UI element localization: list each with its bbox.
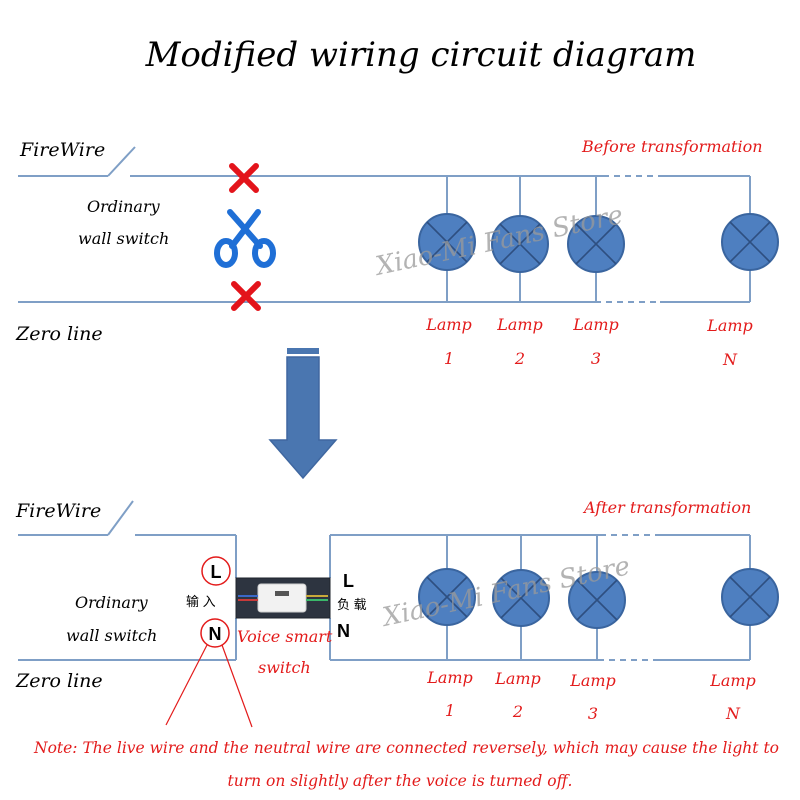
cross-icon (229, 163, 259, 193)
voice-switch-label-1: Voice smart (237, 627, 333, 646)
page-title: Modified wiring circuit diagram (145, 35, 697, 75)
top-lamp-label: Lamp (572, 315, 619, 334)
bottom-switch-label-2: wall switch (66, 626, 157, 645)
input-cn-label: 输 入 (186, 594, 216, 609)
bottom-lamp-number: N (725, 704, 741, 723)
top-switch-label-2: wall switch (78, 229, 169, 248)
down-arrow-icon (268, 348, 338, 480)
top-lamp-label: Lamp (496, 315, 543, 334)
top-switch-label-1: Ordinary (87, 197, 161, 216)
lamp-icon (418, 213, 476, 271)
bottom-zero-line-label: Zero line (15, 670, 103, 692)
lamp-icon (567, 215, 625, 273)
bottom-switch-blade (107, 500, 134, 536)
input-L-terminal (201, 556, 231, 586)
bottom-firewire-label: FireWire (15, 500, 101, 522)
bottom-lamp-number: 1 (445, 701, 455, 720)
top-lamp-number: N (722, 350, 738, 369)
lamp-icon (721, 213, 779, 271)
lamp-icon (491, 215, 549, 273)
voice-switch-module (235, 577, 331, 619)
voice-switch-label-2: switch (258, 658, 311, 677)
top-lamp-number: 1 (444, 349, 454, 368)
bottom-lamp-label: Lamp (494, 669, 541, 688)
bottom-switch-label-1: Ordinary (75, 593, 149, 612)
after-state-label: After transformation (582, 498, 751, 517)
after-circuit: FireWire Zero line Ordinary wall switch … (15, 498, 779, 728)
lamp-icon (568, 571, 626, 629)
cross-icon (231, 281, 261, 311)
bottom-lamp-label: Lamp (569, 671, 616, 690)
top-lamp-label: Lamp (425, 315, 472, 334)
bottom-lamp-label: Lamp (426, 668, 473, 687)
before-circuit: FireWire Zero line Ordinary wall switch … (15, 137, 779, 369)
bottom-lamp-label: Lamp (709, 671, 756, 690)
note-line-1: Note: The live wire and the neutral wire… (33, 739, 779, 757)
input-N-terminal (200, 618, 230, 648)
lamp-icon (721, 568, 779, 626)
lamp-icon (492, 569, 550, 627)
top-lamp-label: Lamp (706, 316, 753, 335)
load-cn-label: 负 载 (337, 597, 367, 612)
input-N-letter: N (209, 624, 222, 644)
input-L-letter: L (211, 562, 222, 582)
bottom-lamp-number: 2 (512, 702, 523, 721)
note-line-2: turn on slightly after the voice is turn… (228, 772, 573, 790)
top-lamp-number: 3 (591, 349, 601, 368)
before-state-label: Before transformation (581, 137, 763, 156)
scissors-icon (214, 209, 276, 268)
top-firewire-label: FireWire (19, 139, 105, 161)
load-L-letter: L (343, 571, 354, 591)
load-N-letter: N (337, 621, 350, 641)
lamp-icon (418, 568, 476, 626)
top-lamp-number: 2 (514, 349, 525, 368)
top-switch-blade (107, 146, 136, 177)
top-zero-line-label: Zero line (15, 323, 103, 345)
bottom-lamp-number: 3 (588, 704, 598, 723)
